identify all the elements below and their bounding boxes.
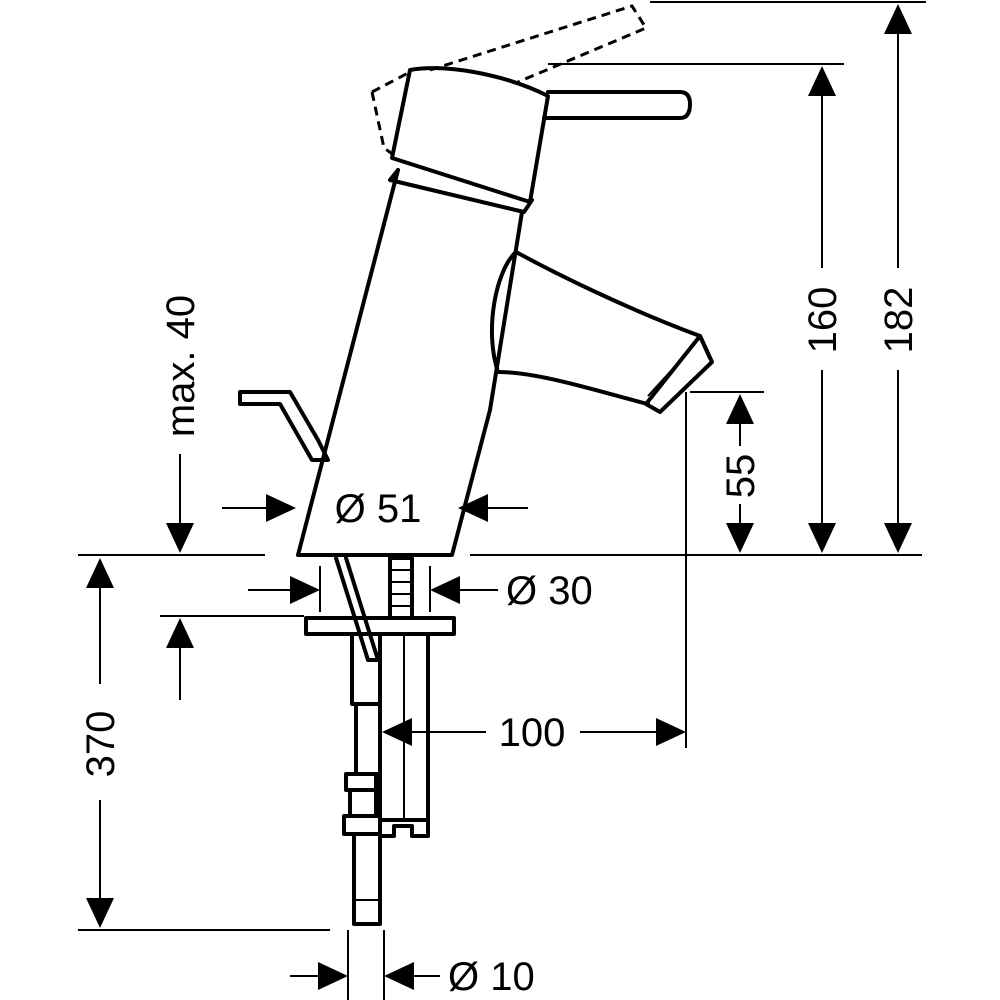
washer-plate <box>304 616 456 636</box>
supply-hose-upper <box>350 632 382 706</box>
dimension-dia-30: Ø 30 <box>248 569 593 613</box>
dimension-182: 182 <box>877 4 921 553</box>
arrow-left <box>382 718 412 746</box>
label-160: 160 <box>801 287 845 354</box>
dimension-max-40: max. 40 <box>159 295 203 700</box>
label-dia-10: Ø 10 <box>448 955 535 999</box>
lever-housing <box>390 66 550 204</box>
arrow-left <box>458 494 488 522</box>
popup-rod <box>238 390 330 462</box>
faucet-outline <box>238 66 714 557</box>
arrow-down <box>808 523 836 553</box>
hose-fitting-2 <box>348 788 378 818</box>
spout-top <box>514 250 712 360</box>
arrow-up <box>884 4 912 34</box>
arrow-left <box>384 962 414 990</box>
arrow-down <box>726 523 754 553</box>
dimension-55: 55 <box>719 394 763 553</box>
label-182: 182 <box>877 287 921 354</box>
arrow-up <box>86 558 114 588</box>
lever-rod <box>542 90 692 120</box>
reference-lines <box>78 1 926 1000</box>
mounting-assembly <box>304 556 456 926</box>
threaded-shank <box>388 556 414 620</box>
label-370: 370 <box>79 711 123 778</box>
arrow-right <box>656 718 686 746</box>
arrow-left <box>430 576 460 604</box>
lever-raised-position <box>370 4 649 160</box>
faucet-body <box>296 168 524 557</box>
raised-lever-dash <box>429 4 649 84</box>
raised-housing-dash <box>370 91 399 160</box>
spout <box>490 250 650 406</box>
raised-housing-dash-top <box>371 70 411 94</box>
supply-tail <box>352 832 382 926</box>
arrow-up <box>808 66 836 96</box>
aerator <box>644 334 714 414</box>
label-dia-30: Ø 30 <box>506 569 593 613</box>
aerator-line <box>647 349 691 397</box>
arrow-right <box>266 494 296 522</box>
arrow-down <box>884 523 912 553</box>
dimension-160: 160 <box>801 66 845 553</box>
label-100: 100 <box>499 711 566 755</box>
flex-hose <box>334 556 380 662</box>
dimension-dia-10: Ø 10 <box>290 955 535 999</box>
faucet-collar <box>388 168 534 214</box>
label-dia-51: Ø 51 <box>335 487 422 531</box>
arrow-down <box>166 523 194 553</box>
dimension-370: 370 <box>79 558 123 928</box>
arrow-up <box>726 394 754 424</box>
hose-fitting-3 <box>342 814 382 836</box>
dimension-100: 100 <box>382 711 686 755</box>
arrow-right <box>318 962 348 990</box>
supply-hose-mid <box>354 702 382 776</box>
arrow-up <box>166 618 194 648</box>
label-max-40: max. 40 <box>159 295 203 437</box>
hose-fitting <box>344 772 378 792</box>
nut-base <box>378 818 430 838</box>
label-55: 55 <box>719 454 763 499</box>
arrow-right <box>290 576 320 604</box>
arrow-down <box>86 898 114 928</box>
dimension-dia-51: Ø 51 <box>222 487 528 531</box>
